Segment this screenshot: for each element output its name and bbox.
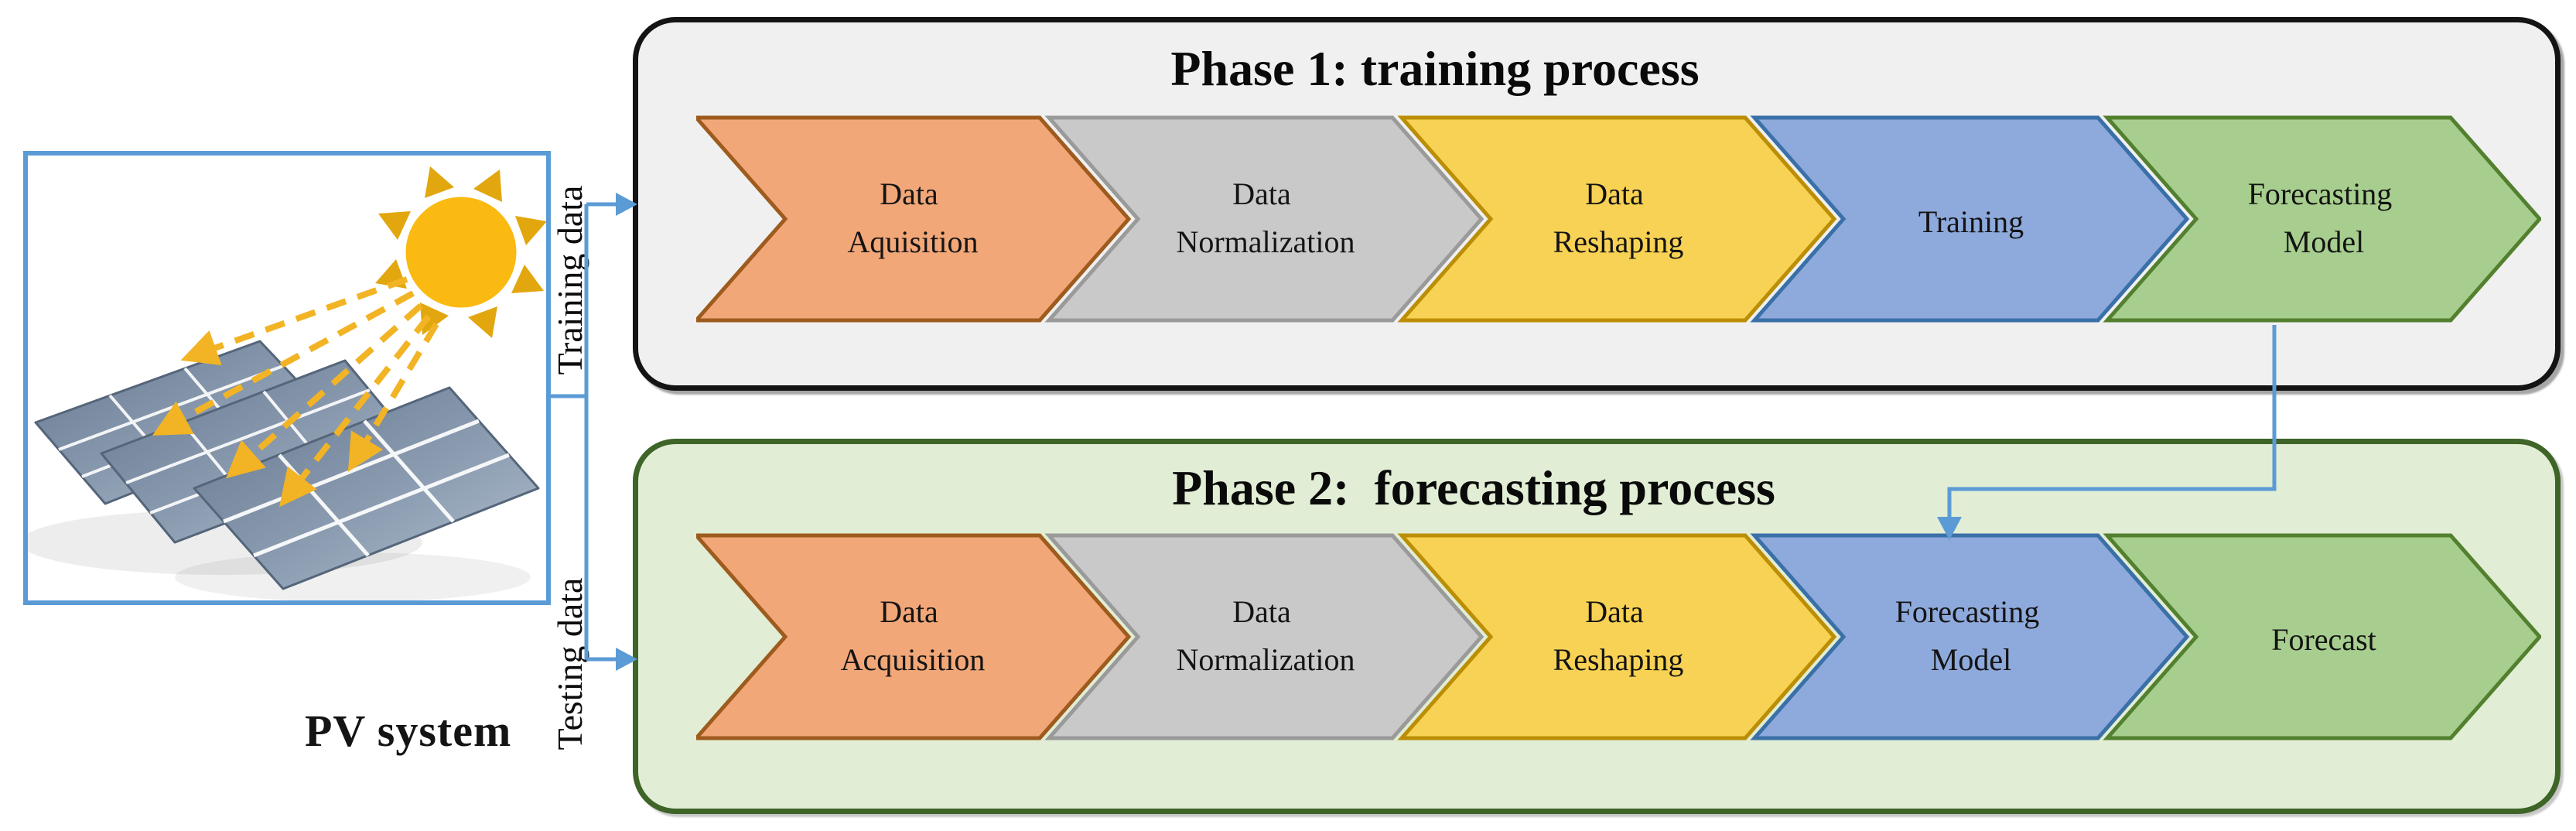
chevron-forecasting-model-p1: Forecasting Model bbox=[2103, 115, 2541, 323]
chevron-label: Data Normalization bbox=[1176, 594, 1355, 677]
chevron-training: Training bbox=[1750, 115, 2190, 323]
chevron-data-acquisition: Data Acquisition bbox=[696, 533, 1132, 740]
solar-panel-front bbox=[193, 386, 540, 590]
phase1-title: Phase 1: training process bbox=[1170, 41, 1700, 96]
pv-illustration bbox=[28, 166, 546, 600]
testing-data-label: Testing data bbox=[550, 569, 589, 758]
chevron-data-reshaping-p2: Data Reshaping bbox=[1397, 533, 1837, 740]
chevron-shape bbox=[1044, 533, 1484, 740]
chevron-forecast: Forecast bbox=[2103, 533, 2541, 740]
chevron-label: Data Reshaping bbox=[1553, 594, 1684, 677]
training-data-label: Training data bbox=[550, 177, 589, 383]
chevron-data-normalization: Data Normalization bbox=[1044, 115, 1484, 323]
chevron-label: Training bbox=[1918, 204, 2024, 239]
pv-system-label: PV system bbox=[305, 706, 512, 756]
chevron-label: Forecasting Model bbox=[2248, 176, 2400, 259]
chevron-label: Data Normalization bbox=[1176, 176, 1355, 259]
chevron-data-normalization-p2: Data Normalization bbox=[1044, 533, 1484, 740]
chevron-shape bbox=[2103, 533, 2541, 740]
chevron-data-reshaping: Data Reshaping bbox=[1397, 115, 1837, 323]
chevron-label: Data Acquisition bbox=[841, 594, 986, 677]
chevron-data-aquisition: Data Aquisition bbox=[696, 115, 1132, 323]
sun-icon bbox=[375, 166, 546, 338]
chevron-label: Data Aquisition bbox=[848, 176, 979, 259]
chevron-shape bbox=[1397, 115, 1837, 323]
chevron-shape bbox=[2103, 115, 2541, 323]
phase2-title: Phase 2: forecasting process bbox=[1172, 460, 1775, 515]
chevron-forecasting-model-p2: Forecasting Model bbox=[1750, 533, 2190, 740]
phase1-chevron-row: Data Aquisition Data Normalization Data … bbox=[696, 115, 2541, 323]
chevron-label: Data Reshaping bbox=[1553, 176, 1684, 259]
sun-beams bbox=[152, 276, 439, 508]
chevron-shape bbox=[1750, 533, 2190, 740]
chevron-shape bbox=[1750, 115, 2190, 323]
chevron-label: Forecast bbox=[2271, 622, 2376, 657]
chevron-shape bbox=[1044, 115, 1484, 323]
chevron-shape bbox=[696, 115, 1132, 323]
chevron-shape bbox=[696, 533, 1132, 740]
pv-system-box: PV system bbox=[23, 151, 551, 756]
chevron-shape bbox=[1397, 533, 1837, 740]
chevron-label: Forecasting Model bbox=[1895, 594, 2048, 677]
phase2-chevron-row: Data Acquisition Data Normalization Data… bbox=[696, 533, 2541, 740]
